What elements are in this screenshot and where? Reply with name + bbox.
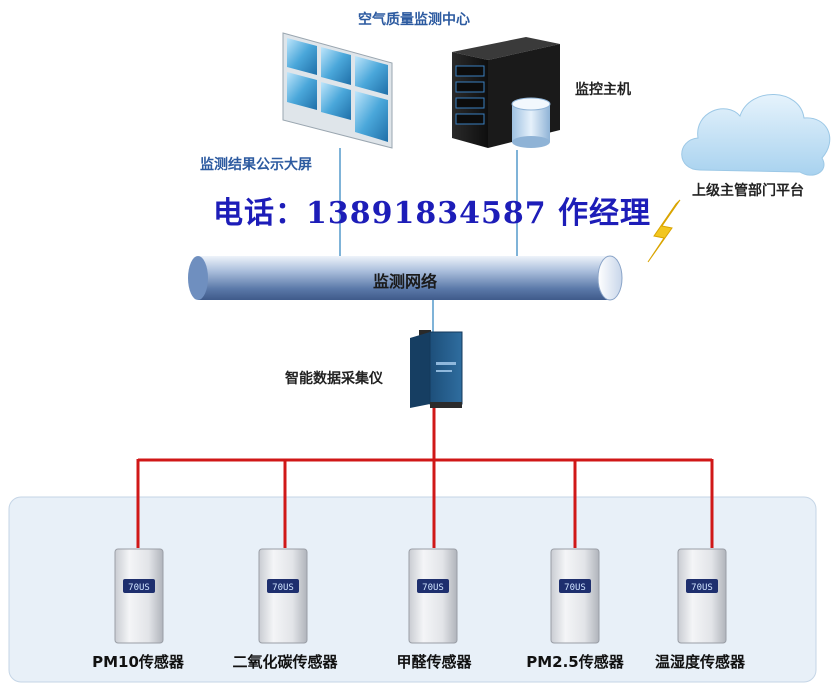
database-icon bbox=[511, 97, 551, 148]
sensor-formaldehyde-icon: 70US bbox=[408, 548, 458, 644]
sensor-display: 70US bbox=[691, 583, 713, 593]
phone-banner: 电话：13891834587 作经理 bbox=[213, 196, 652, 231]
display-wall-icon bbox=[282, 32, 393, 149]
sensor-display: 70US bbox=[422, 583, 444, 593]
cloud-icon bbox=[681, 94, 831, 176]
sensor-display: 70US bbox=[564, 583, 586, 593]
sensor-temp-humidity-icon: 70US bbox=[677, 548, 727, 644]
sensor-wiring bbox=[136, 408, 714, 548]
network-pipe bbox=[188, 255, 623, 301]
center-title: 空气质量监测中心 bbox=[358, 12, 470, 28]
collector-label: 智能数据采集仪 bbox=[285, 371, 383, 387]
platform-label: 上级主管部门平台 bbox=[692, 183, 804, 199]
sensor-pm25-icon: 70US bbox=[550, 548, 600, 644]
sensor-co2-icon: 70US bbox=[258, 548, 308, 644]
sensor-label-formaldehyde: 甲醛传感器 bbox=[396, 653, 472, 671]
sensor-label-co2: 二氧化碳传感器 bbox=[232, 653, 338, 671]
host-label: 监控主机 bbox=[575, 82, 631, 98]
sensor-label-temp-humidity: 温湿度传感器 bbox=[654, 653, 746, 671]
screen-label: 监测结果公示大屏 bbox=[200, 157, 312, 173]
sensor-display: 70US bbox=[128, 583, 150, 593]
data-collector-icon bbox=[410, 330, 463, 408]
network-label: 监测网络 bbox=[372, 272, 437, 291]
sensor-pm10-icon: 70US bbox=[114, 548, 164, 644]
sensor-display: 70US bbox=[272, 583, 294, 593]
lightning-icon bbox=[647, 199, 681, 263]
sensor-label-pm10: PM10传感器 bbox=[92, 653, 184, 671]
sensor-label-pm25: PM2.5传感器 bbox=[526, 653, 624, 671]
